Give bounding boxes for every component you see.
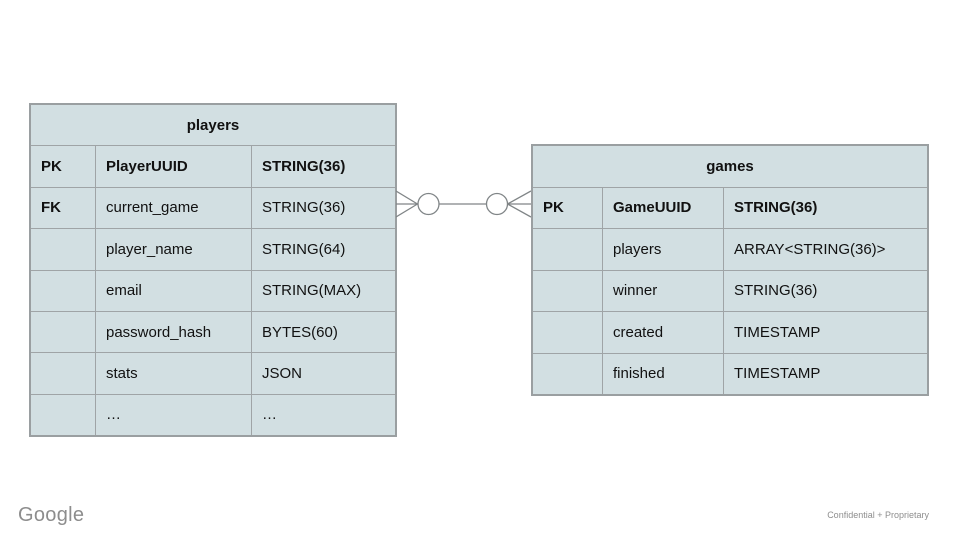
players-table: players PK PlayerUUID STRING(36) FK curr… [29,103,397,437]
column-name-cell: created [602,312,723,353]
table-row: email STRING(MAX) [31,269,395,311]
table-row: password_hash BYTES(60) [31,310,395,353]
column-type-cell: TIMESTAMP [723,312,927,353]
column-name-cell: email [95,270,251,311]
table-row: finished TIMESTAMP [533,352,927,395]
column-name-cell: PlayerUUID [95,146,251,187]
key-cell [31,271,95,311]
key-cell [533,271,602,312]
key-cell: PK [41,158,62,176]
column-name-cell: stats [95,353,251,394]
column-type-cell: ARRAY<STRING(36)> [723,229,927,270]
table-row: PK PlayerUUID STRING(36) [31,145,395,187]
table-row: stats JSON [31,352,395,394]
table-row: created TIMESTAMP [533,311,927,353]
column-type-cell: STRING(36) [251,146,395,187]
key-cell [533,229,602,270]
relationship-connector-icon [396,190,531,218]
column-type-cell: … [251,394,395,435]
column-name-cell: GameUUID [602,187,723,228]
column-name-cell: password_hash [95,311,251,353]
key-cell [31,229,95,269]
column-type-cell: STRING(36) [723,187,927,228]
column-type-cell: TIMESTAMP [723,353,927,394]
column-type-cell: STRING(MAX) [251,270,395,311]
table-row: players ARRAY<STRING(36)> [533,228,927,270]
google-logo: Google [18,504,85,526]
key-cell: PK [543,199,564,217]
column-name-cell: finished [602,353,723,394]
column-type-cell: BYTES(60) [251,311,395,353]
key-cell [31,353,95,393]
column-type-cell: JSON [251,353,395,394]
column-type-cell: STRING(36) [723,270,927,311]
column-type-cell: STRING(36) [251,187,395,229]
column-type-cell: STRING(64) [251,229,395,270]
column-name-cell: players [602,229,723,270]
column-name-cell: … [95,394,251,435]
players-table-title: players [186,116,240,134]
column-name-cell: current_game [95,187,251,229]
key-cell: FK [41,199,61,217]
table-row: … … [31,393,395,435]
games-table-title: games [706,157,754,175]
column-name-cell: winner [602,270,723,311]
table-row: FK current_game STRING(36) [31,186,395,229]
table-row: PK GameUUID STRING(36) [533,186,927,228]
column-name-cell: player_name [95,229,251,270]
key-cell [31,312,95,352]
key-cell [533,354,602,395]
games-table: games PK GameUUID STRING(36) players ARR… [531,144,929,396]
confidential-note: Confidential + Proprietary [827,510,929,520]
key-cell [31,395,95,435]
table-row: player_name STRING(64) [31,228,395,270]
table-row: winner STRING(36) [533,269,927,312]
key-cell [533,312,602,353]
